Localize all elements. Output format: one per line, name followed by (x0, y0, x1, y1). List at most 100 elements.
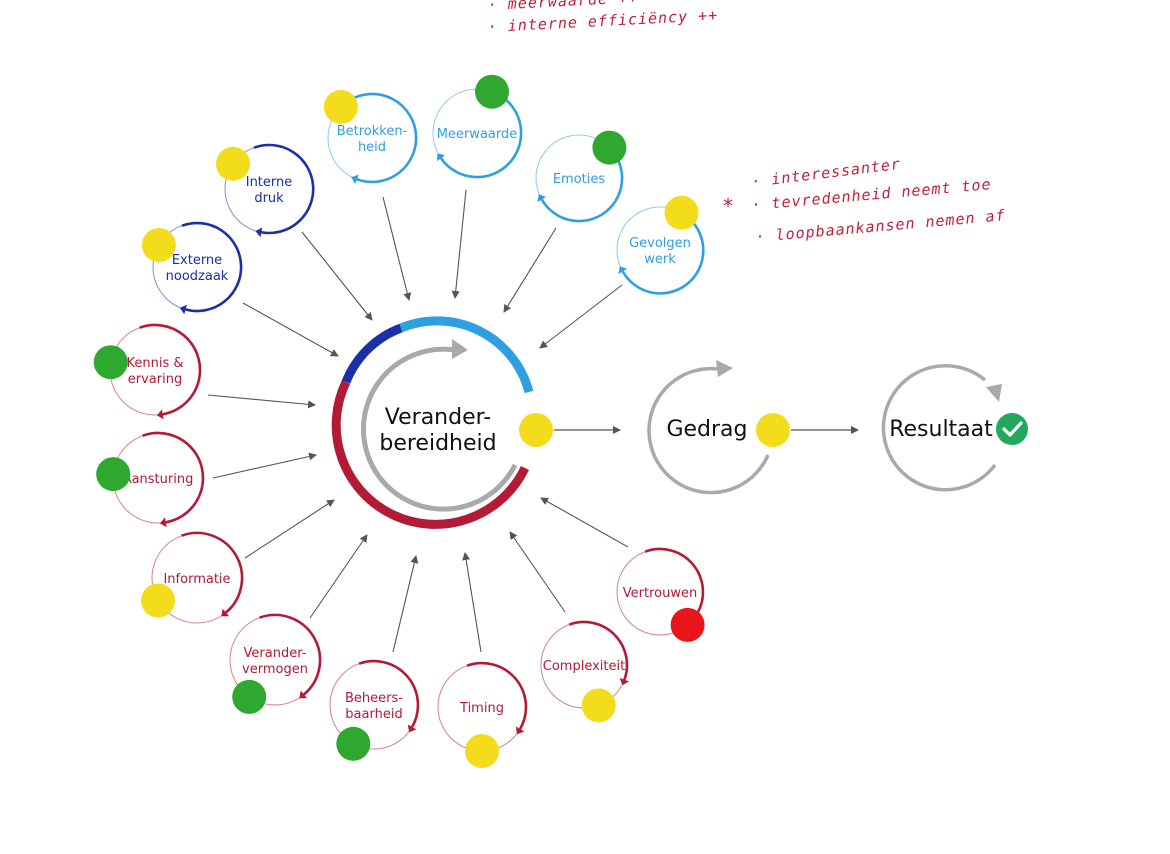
factor-status-dot-timing (465, 734, 499, 768)
handwritten-notes-right: * · interessanter · tevredenheid neemt t… (722, 155, 1006, 246)
factor-label-betrokkenheid-line1: Betrokken- (337, 124, 408, 139)
note-right-3: · loopbaankansen nemen af (755, 206, 1006, 246)
factor-arrowhead-complexiteit (619, 678, 630, 686)
center-status-dot (519, 413, 553, 447)
factor-arc-meerwaarde (439, 93, 523, 179)
factor-arrowhead-verandervermogen (299, 690, 308, 699)
gedrag-ring (647, 366, 770, 495)
factor-node-complexiteit: Complexiteit (540, 620, 630, 723)
center-inner-arrowhead (452, 339, 468, 359)
factor-arrowhead-kennis-ervaring (156, 409, 164, 420)
factor-status-dot-meerwaarde (475, 74, 509, 109)
outcome-resultaat: Resultaat (881, 364, 1028, 492)
factor-status-dot-externe-noodzaak (141, 228, 176, 262)
center-label-line2: bereidheid (379, 431, 496, 456)
arrow-verandervermogen-to-center (309, 534, 368, 619)
arrow-gevolgen-werk-to-center (539, 284, 623, 349)
gedrag-status-dot (756, 413, 790, 447)
arrow-externe-noodzaak-to-center (242, 302, 339, 357)
factor-node-verandervermogen: Verander-vermogen (229, 613, 322, 714)
factor-status-dot-vertrouwen (670, 607, 705, 642)
factor-arrowhead-aansturing (159, 517, 167, 528)
center-ring-sky (399, 316, 534, 394)
factor-node-timing: Timing (437, 661, 528, 768)
factor-status-dot-betrokkenheid (323, 89, 358, 124)
arrow-meerwaarde-to-center (451, 189, 467, 299)
arrow-aansturing-to-center (212, 452, 317, 479)
factor-arc-complexiteit (568, 620, 629, 681)
arrow-timing-to-center (462, 552, 482, 653)
resultaat-label: Resultaat (889, 417, 993, 442)
factor-label-gevolgen-werk-line2: werk (644, 252, 676, 267)
factor-status-dot-complexiteit (581, 688, 616, 723)
factor-status-dot-interne-druk (216, 146, 250, 181)
factor-arc-kennis-ervaring (139, 323, 202, 416)
factor-label-betrokkenheid-line2: heid (358, 140, 386, 155)
factor-label-vertrouwen: Vertrouwen (623, 586, 697, 601)
center-node: Verander- bereidheid (331, 316, 553, 529)
factor-arrowhead-informatie (221, 608, 230, 617)
factor-label-gevolgen-werk-line1: Gevolgen (629, 236, 691, 251)
factor-node-aansturing: Aansturing (96, 431, 205, 528)
resultaat-ring (881, 364, 997, 492)
factor-arc-aansturing (142, 431, 205, 524)
factor-label-complexiteit: Complexiteit (543, 659, 625, 674)
arrow-beheersbaarheid-to-center (392, 555, 419, 653)
note-asterisk: * (722, 194, 735, 218)
factor-label-aansturing: Aansturing (123, 472, 194, 487)
factor-label-beheersbaarheid-line2: baarheid (345, 707, 402, 722)
factor-arc-informatie (181, 531, 244, 614)
factor-node-kennis-ervaring: Kennis &ervaring (93, 323, 202, 420)
factor-label-interne-druk-line2: druk (254, 191, 284, 206)
factor-arc-gevolgen-werk (621, 221, 705, 295)
factor-node-betrokkenheid: Betrokken-heid (323, 89, 418, 184)
resultaat-arrowhead (986, 384, 1002, 402)
factor-label-meerwaarde: Meerwaarde (437, 127, 518, 142)
gedrag-label: Gedrag (666, 417, 747, 442)
factor-arrowhead-meerwaarde (436, 153, 446, 162)
factor-label-interne-druk-line1: Interne (246, 175, 293, 190)
factor-label-informatie: Informatie (163, 572, 230, 587)
factor-arc-verandervermogen (259, 613, 322, 696)
center-label-line1: Verander- (385, 405, 491, 430)
factor-status-dot-kennis-ervaring (93, 345, 128, 380)
outcome-gedrag: Gedrag (647, 360, 790, 495)
factor-label-beheersbaarheid-line1: Beheers- (345, 691, 403, 706)
factor-label-timing: Timing (459, 701, 504, 716)
factor-arrows (207, 189, 629, 653)
arrow-emoties-to-center (503, 227, 557, 313)
arrow-vertrouwen-to-center (540, 497, 629, 548)
factor-node-meerwaarde: Meerwaarde (432, 74, 523, 179)
factor-arrowhead-timing (515, 726, 525, 735)
factor-arc-betrokkenheid (349, 92, 418, 184)
factor-status-dot-beheersbaarheid (336, 726, 371, 761)
arrow-complexiteit-to-center (509, 531, 566, 613)
handwritten-notes-top: · meerwaarde ++ · interne efficiëncy ++ (487, 0, 718, 36)
factor-arc-interne-druk (253, 143, 315, 235)
factor-arrowhead-interne-druk (255, 227, 263, 238)
arrow-kennis-ervaring-to-center (207, 394, 316, 409)
factor-label-verandervermogen-line1: Verander- (244, 646, 307, 661)
factor-node-informatie: Informatie (141, 531, 244, 624)
factor-status-dot-verandervermogen (232, 679, 267, 714)
arrow-betrokkenheid-to-center (382, 196, 412, 301)
factor-arrowhead-betrokkenheid (351, 174, 359, 184)
factor-node-beheersbaarheid: Beheers-baarheid (329, 659, 420, 761)
gedrag-arrowhead (716, 360, 733, 377)
factor-label-verandervermogen-line2: vermogen (242, 662, 308, 677)
factor-label-externe-noodzaak-line1: Externe (172, 253, 222, 268)
center-ring-navy (341, 323, 403, 384)
factor-status-dot-aansturing (96, 457, 131, 492)
factor-arc-vertrouwen (644, 547, 705, 615)
factor-arc-externe-noodzaak (181, 221, 243, 313)
factor-arrowhead-beheersbaarheid (407, 724, 417, 733)
factor-status-dot-gevolgen-werk (664, 195, 699, 230)
factor-label-kennis-ervaring-line1: Kennis & (126, 356, 183, 371)
factor-status-dot-emoties (592, 130, 627, 165)
factor-arrowhead-externe-noodzaak (179, 304, 187, 315)
center-inner-arrow (360, 346, 518, 512)
factor-arrowhead-gevolgen-werk (618, 266, 628, 274)
